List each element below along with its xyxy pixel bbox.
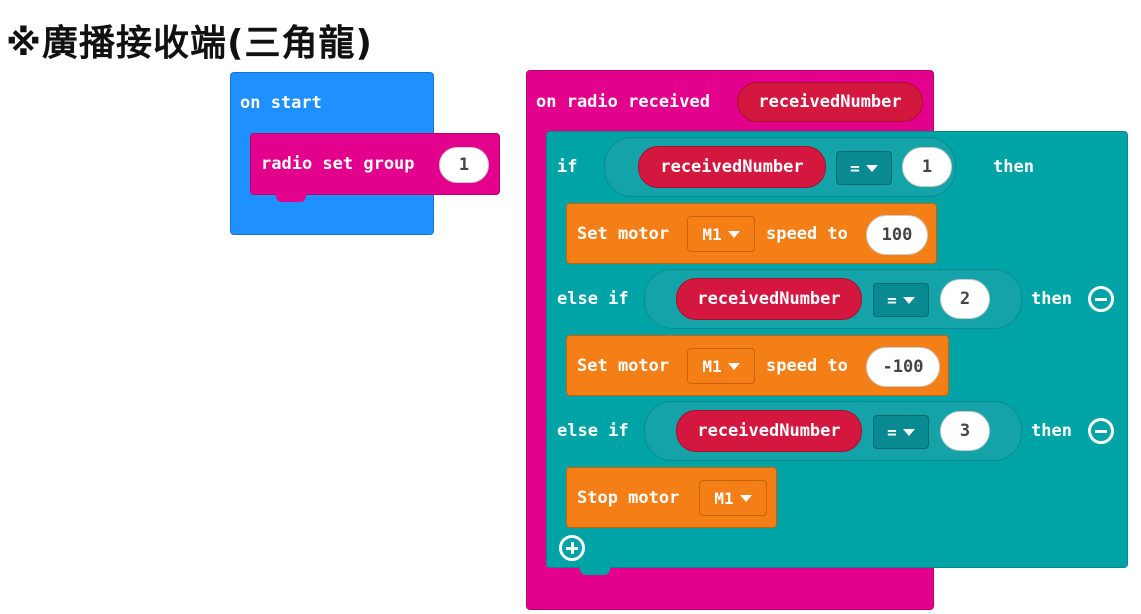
operator-dropdown-1[interactable]: = (836, 151, 892, 185)
else-if-label-2: else if (557, 421, 629, 441)
operator-label: = (887, 290, 897, 310)
motor-dropdown-2[interactable]: M1 (687, 348, 755, 384)
motor-value: M1 (714, 488, 734, 508)
connector-notch (276, 194, 306, 202)
speed-to-label: speed to (766, 356, 848, 376)
radio-set-group-label: radio set group (261, 154, 415, 174)
else-if-label-1: else if (557, 289, 629, 309)
dropdown-arrow-icon (902, 296, 915, 304)
on-radio-received-label: on radio received (536, 92, 710, 112)
dropdown-arrow-icon (865, 164, 878, 172)
group-number-input[interactable]: 1 (439, 147, 489, 183)
set-motor-block-2[interactable]: Set motor M1 speed to -100 (566, 335, 949, 396)
stop-motor-block[interactable]: Stop motor M1 (566, 467, 777, 528)
radio-set-group-block[interactable]: radio set group 1 (250, 133, 500, 195)
dropdown-arrow-icon (739, 494, 752, 502)
value-input-1[interactable]: 1 (902, 147, 952, 187)
then-label-1: then (993, 157, 1034, 177)
operator-label: = (850, 158, 860, 178)
connector-notch (580, 567, 610, 575)
set-motor-block-1[interactable]: Set motor M1 speed to 100 (566, 203, 937, 264)
value-input-3[interactable]: 3 (940, 411, 990, 451)
operator-label: = (887, 422, 897, 442)
motor-value: M1 (702, 356, 722, 376)
plus-circle-icon[interactable] (559, 535, 585, 561)
speed-input-2[interactable]: -100 (866, 347, 940, 387)
then-label-2: then (1031, 289, 1072, 309)
minus-circle-icon[interactable] (1088, 286, 1114, 312)
stop-motor-label: Stop motor (577, 488, 680, 508)
received-number-var-3[interactable]: receivedNumber (676, 410, 862, 452)
dropdown-arrow-icon (727, 362, 740, 370)
operator-dropdown-2[interactable]: = (873, 283, 929, 317)
on-start-label: on start (240, 93, 322, 113)
received-number-var-1[interactable]: receivedNumber (638, 146, 826, 188)
set-motor-label: Set motor (577, 224, 670, 244)
set-motor-label: Set motor (577, 356, 670, 376)
received-number-param[interactable]: receivedNumber (737, 82, 923, 122)
if-label: if (557, 157, 578, 177)
motor-value: M1 (702, 224, 722, 244)
dropdown-arrow-icon (727, 230, 740, 238)
motor-dropdown-3[interactable]: M1 (699, 480, 767, 516)
operator-dropdown-3[interactable]: = (873, 415, 929, 449)
received-number-var-2[interactable]: receivedNumber (676, 278, 862, 320)
minus-circle-icon[interactable] (1088, 418, 1114, 444)
speed-to-label: speed to (766, 224, 848, 244)
speed-input-1[interactable]: 100 (866, 215, 928, 255)
dropdown-arrow-icon (902, 428, 915, 436)
motor-dropdown-1[interactable]: M1 (687, 216, 755, 252)
value-input-2[interactable]: 2 (940, 279, 990, 319)
then-label-3: then (1031, 421, 1072, 441)
page-title: ※廣播接收端(三角龍) (6, 23, 373, 64)
